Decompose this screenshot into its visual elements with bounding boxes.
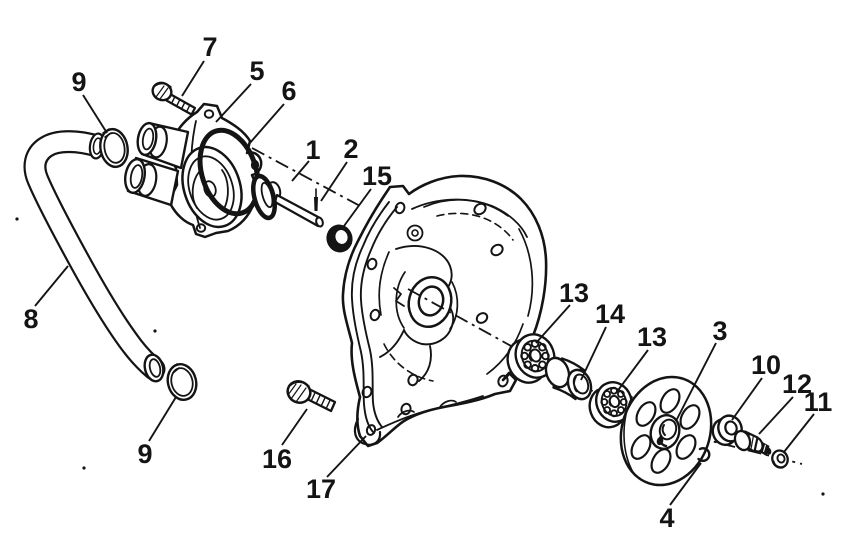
leader-line (580, 326, 607, 381)
coolant-hose (23, 130, 166, 383)
callout-label: 9 (71, 67, 86, 97)
callout-label: 16 (262, 444, 292, 474)
callout-label: 7 (202, 32, 217, 62)
leader-line (215, 83, 252, 123)
water-pump-housing (123, 102, 263, 239)
callout-label: 10 (751, 350, 781, 380)
bearing-left (506, 333, 556, 384)
bearing-right (588, 381, 634, 429)
leader-line (291, 160, 310, 182)
small-bolt (733, 429, 772, 456)
callout-label: 6 (281, 76, 296, 106)
hose-clamp-top (99, 127, 129, 169)
pump-cover-bolt (151, 81, 197, 116)
callout-label: 13 (559, 278, 589, 308)
leader-line (320, 161, 348, 202)
oil-seal (326, 224, 353, 253)
pump-outlet-pipe-upper (136, 121, 190, 170)
impeller-shaft (251, 173, 324, 228)
leader-line (669, 462, 702, 506)
leader-line (615, 349, 649, 394)
callout-label: 8 (23, 304, 38, 334)
callout-label: 11 (804, 387, 833, 417)
callout-label: 13 (637, 322, 667, 352)
scan-specks (15, 217, 825, 496)
clip-pin (697, 447, 711, 462)
leader-line (34, 265, 69, 307)
leader-line (535, 304, 571, 344)
callout-label: 15 (362, 161, 392, 191)
leader-line (343, 188, 372, 227)
leader-line (326, 435, 367, 478)
callout-label: 2 (343, 134, 358, 164)
callout-label: 14 (595, 299, 625, 329)
callout-label: 1 (305, 135, 320, 165)
washer (771, 449, 789, 469)
leader-line (248, 103, 285, 145)
driven-disc (619, 375, 713, 487)
dowel-pin (314, 188, 318, 211)
o-ring (197, 127, 261, 217)
leader-line (783, 413, 815, 453)
callout-label: 9 (137, 439, 152, 469)
callout-label: 3 (712, 316, 727, 346)
hose-clamp-bottom (166, 363, 198, 401)
leader-line (148, 396, 177, 442)
spacer (544, 356, 593, 401)
pump-outlet-pipe-lower (123, 156, 180, 207)
callout-label: 4 (659, 503, 674, 533)
leader-line (731, 377, 763, 421)
leader-line (758, 396, 794, 435)
callout-label: 5 (249, 56, 264, 86)
leader-line (675, 342, 717, 422)
leader-line (181, 60, 205, 97)
crankcase-cover (341, 174, 548, 448)
leader-line (281, 408, 308, 446)
pump-axis-centerline (251, 147, 361, 207)
cover-bolt (286, 380, 337, 413)
callout-label: 17 (306, 474, 336, 504)
callout-label: 12 (782, 369, 812, 399)
leader-line (82, 94, 108, 134)
